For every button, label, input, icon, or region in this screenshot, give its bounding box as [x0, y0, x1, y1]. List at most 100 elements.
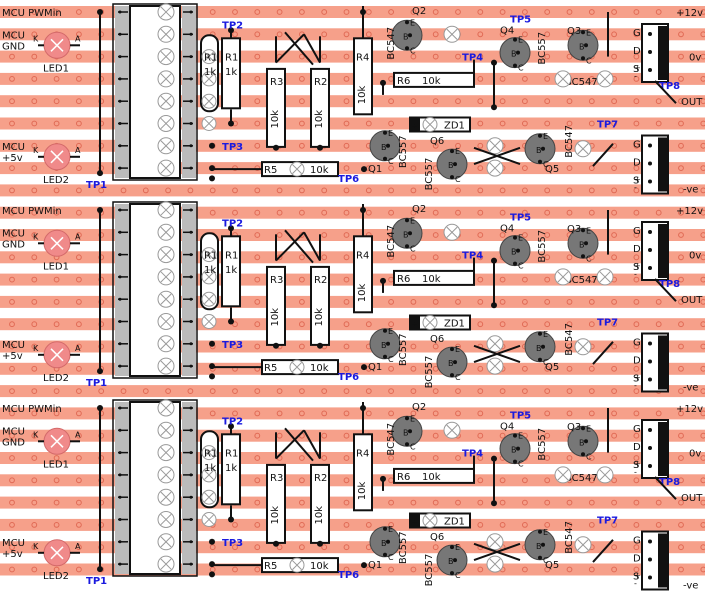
- pin-dot: [516, 248, 520, 253]
- label-r1-val: 1k: [225, 67, 237, 78]
- strip-hole: [522, 98, 528, 105]
- track-cut-line: [160, 447, 172, 459]
- label-led-anode: A: [75, 146, 81, 155]
- strip-hole: [611, 365, 617, 372]
- ic-right-pins: [182, 402, 196, 574]
- label-tp7: TP7: [597, 120, 618, 131]
- track-cut-line: [204, 316, 214, 327]
- r4-body: [353, 235, 373, 314]
- label-q5: Q5: [545, 164, 559, 175]
- label-q5-type: BC547: [564, 323, 575, 356]
- strip-hole: [98, 76, 105, 82]
- strip-hole: [254, 499, 261, 506]
- track-cut: [554, 268, 572, 286]
- ic-pin-arrow-head: [118, 208, 122, 212]
- label-q2-type: BC547: [386, 27, 397, 60]
- strip-hole: [499, 187, 506, 194]
- strip-hole: [499, 522, 506, 528]
- label-q2: Q2: [412, 204, 426, 215]
- wire: [303, 429, 321, 460]
- pin-dot: [513, 63, 517, 68]
- strip-hole: [678, 53, 684, 60]
- ic-pin-arrow-head: [189, 32, 193, 36]
- wire: [284, 31, 314, 66]
- label-r2: R2: [314, 77, 327, 88]
- strip-hole: [477, 410, 484, 417]
- track-cut-line: [160, 73, 172, 85]
- strip-hole: [321, 455, 328, 461]
- label-q1: Q1: [368, 164, 382, 175]
- q5-transistor: BEC: [524, 528, 556, 565]
- track-cut-line: [160, 271, 172, 283]
- strip-hole: [343, 499, 350, 506]
- strip-hole: [477, 187, 484, 194]
- ic-pin-arrow-head: [189, 451, 193, 455]
- strip-hole: [299, 142, 305, 149]
- label-tp8: TP8: [659, 279, 680, 290]
- strip-hole: [9, 53, 15, 60]
- label-r1-a: R1: [204, 449, 217, 460]
- ic-socket-outline: [112, 399, 198, 577]
- label-pin-c: C: [388, 355, 394, 364]
- strip-hole: [410, 165, 417, 172]
- track-cut-line: [160, 315, 172, 328]
- track-cut-line: [425, 317, 435, 328]
- label-r6-val: 10k: [422, 76, 441, 87]
- label-q2: Q2: [412, 402, 426, 413]
- strip-hole: [455, 98, 461, 105]
- pin-dot: [538, 555, 542, 560]
- strip-hole: [9, 365, 15, 372]
- strip-hole: [544, 299, 551, 305]
- strip-hole: [588, 477, 595, 484]
- track-cut: [157, 357, 175, 375]
- mosfet-pin: [648, 359, 652, 364]
- strip-hole: [254, 410, 261, 417]
- track-cut-line: [489, 338, 501, 350]
- zd1-band: [410, 513, 420, 528]
- pin-dot: [450, 175, 454, 180]
- pin-dot: [581, 228, 585, 233]
- strip-hole: [611, 343, 617, 350]
- strip-hole: [142, 187, 149, 194]
- strip-hole: [700, 343, 705, 350]
- strip-hole: [522, 299, 528, 305]
- label-r4-val: 10k: [357, 481, 368, 500]
- strip-hole: [254, 477, 261, 484]
- strip-hole: [299, 98, 305, 105]
- label-led-cathode: K: [33, 232, 39, 241]
- strip-hole: [76, 410, 82, 417]
- strip-hole: [566, 365, 573, 372]
- pin-dot: [408, 231, 412, 236]
- strip-hole: [477, 209, 484, 216]
- wire: [592, 143, 614, 167]
- strip-hole: [655, 120, 662, 127]
- track-cut-line: [204, 96, 214, 107]
- q4-transistor: BEC: [499, 234, 531, 271]
- label-minus: -: [634, 270, 637, 279]
- strip-hole: [633, 31, 640, 38]
- strip-hole: [499, 232, 506, 238]
- track-cut: [157, 268, 175, 286]
- track-cut: [157, 444, 175, 462]
- strip-hole: [343, 53, 350, 60]
- label-mos-s: S: [633, 572, 639, 583]
- strip-hole: [678, 120, 684, 127]
- strip-hole: [700, 321, 705, 328]
- pin-dot: [538, 357, 542, 362]
- ic-pin-arrow-head: [118, 451, 122, 455]
- solder-joint: [228, 318, 234, 325]
- strip-hole: [31, 499, 38, 506]
- label-led-anode: A: [75, 542, 81, 551]
- pin-dot: [450, 571, 454, 576]
- strip-hole: [31, 343, 38, 350]
- track-cut-line: [160, 558, 172, 570]
- label-q1-type: BC557: [398, 531, 409, 564]
- strip-hole: [410, 187, 417, 194]
- track-cut: [201, 71, 217, 87]
- copper-strip: [0, 184, 705, 197]
- strip-hole: [633, 53, 640, 60]
- solder-joint: [273, 540, 279, 547]
- strip-hole: [31, 477, 38, 484]
- label-0v: 0v: [689, 53, 701, 64]
